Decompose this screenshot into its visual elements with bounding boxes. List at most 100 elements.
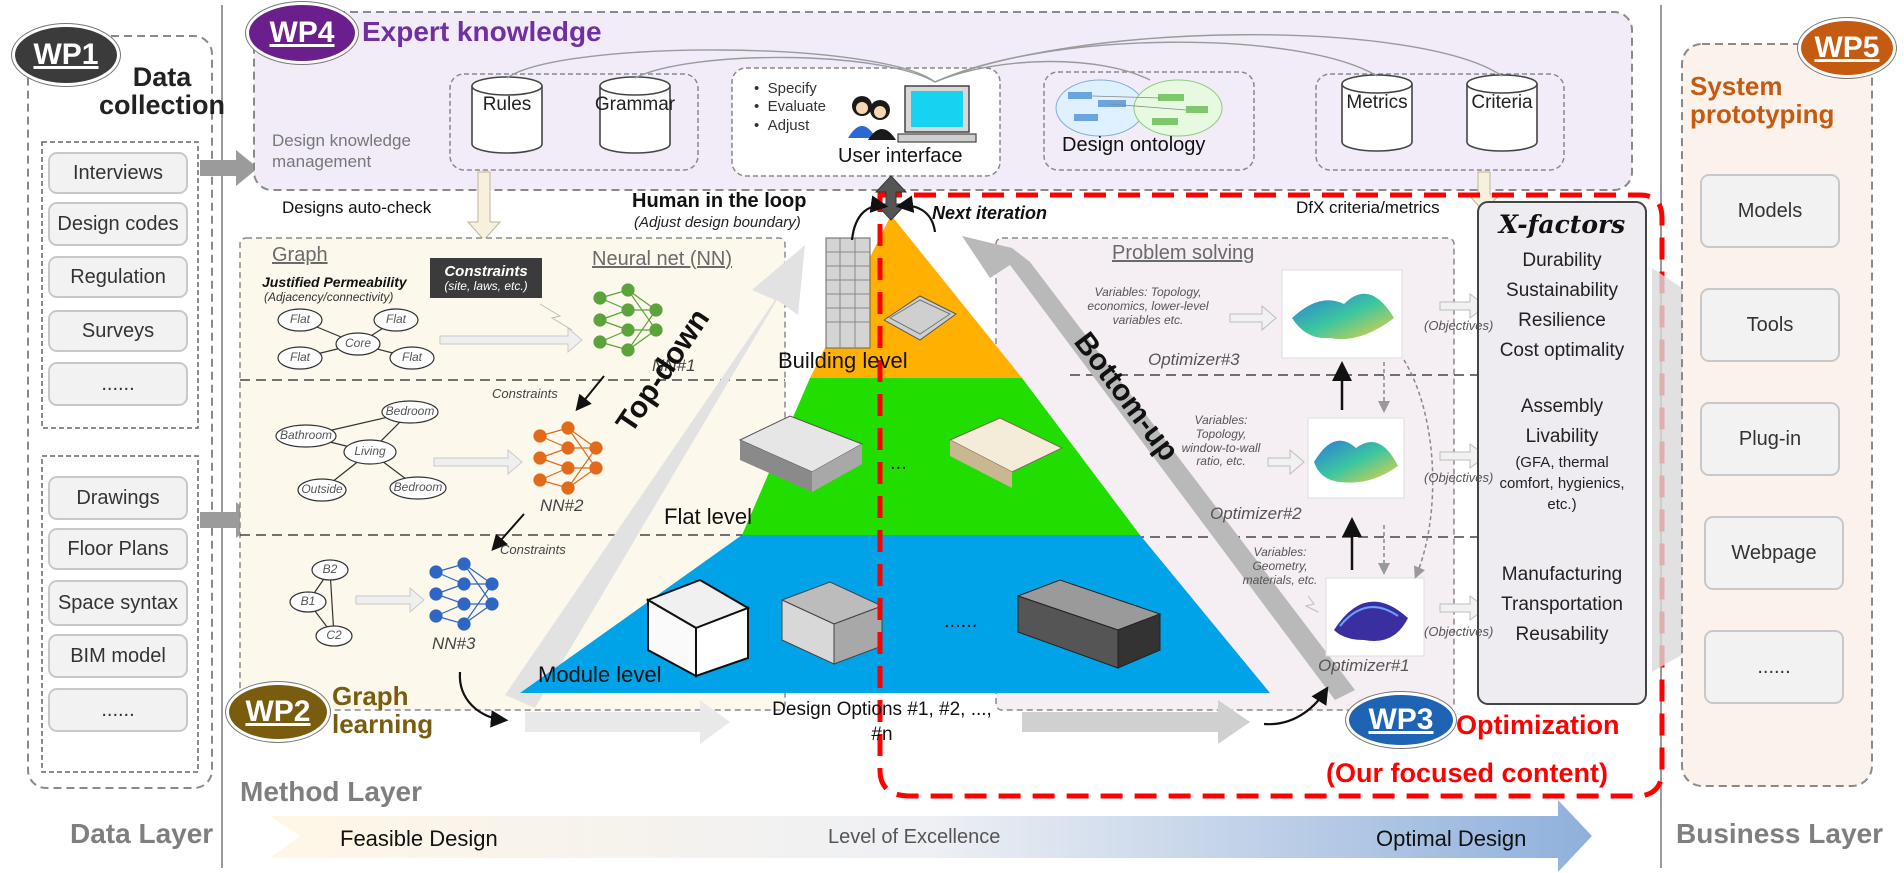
human-loop-label: Human in the loop <box>632 190 807 212</box>
pyramid-flat-level <box>742 378 1140 535</box>
surface-plot-3 <box>1281 269 1403 359</box>
module-image-2 <box>780 581 884 665</box>
x-factors-group-1: Durability Sustainability Resilience Cos… <box>1478 246 1646 366</box>
module-level-label: Module level <box>538 662 662 687</box>
auto-check-label: Designs auto-check <box>282 198 432 217</box>
x-factor-livability-detail: (GFA, thermal comfort, hygienics, etc.) <box>1499 454 1625 514</box>
nn1-to-nn2-arrow <box>575 375 605 412</box>
x-factor-livability: Livability <box>1525 426 1599 448</box>
neural-net-3 <box>429 557 499 631</box>
justified-permeability: Justified Permeability <box>262 274 407 290</box>
graph1-node-core: Core <box>344 336 371 350</box>
x-factor-sustainability: Sustainability <box>1506 280 1618 302</box>
rules-label: Rules <box>482 94 532 115</box>
objectives-label-3: (Objectives) <box>1424 318 1494 333</box>
surface-plot-1 <box>1325 577 1425 657</box>
knowledge-management-label: Design knowledge management <box>272 131 411 172</box>
wp1-badge: WP1 <box>12 24 120 86</box>
metrics-label: Metrics <box>1346 92 1408 113</box>
wp3-badge: WP3 <box>1346 692 1456 748</box>
nn3-to-options-arrow <box>458 671 509 728</box>
next-iteration-label: Next iteration <box>932 203 1048 223</box>
business-item-more: ...... <box>1704 630 1844 704</box>
surface-plot-2 <box>1307 417 1405 499</box>
neural-net-2 <box>533 421 603 495</box>
variables-2: Variables: Topology, window-to-wall rati… <box>1181 413 1261 469</box>
wp5-badge: WP5 <box>1798 18 1896 78</box>
ontology-graphic <box>1055 79 1223 137</box>
data-item-more-bottom: ...... <box>48 688 188 732</box>
optimizer2-label: Optimizer#2 <box>1210 504 1302 523</box>
options-to-wp3-arrow <box>1263 686 1329 726</box>
flat-image-1 <box>738 415 864 492</box>
ui-bullet-adjust: • Adjust <box>754 116 810 134</box>
dfx-label: DfX criteria/metrics <box>1296 198 1440 217</box>
data-item-more-top: ...... <box>48 362 188 406</box>
graph-nn-arrows <box>355 303 583 614</box>
cylinder-rules <box>471 76 543 154</box>
constraints-label-1: Constraints <box>492 386 558 401</box>
cylinder-grammar <box>599 76 671 154</box>
wp1-panel <box>27 35 213 789</box>
x-factor-cost-optimality: Cost optimality <box>1499 340 1625 362</box>
constraints-box-title: Constraints <box>444 262 528 280</box>
data-item-drawings: Drawings <box>48 476 188 520</box>
objectives-label-1: (Objectives) <box>1424 624 1494 639</box>
focused-region <box>877 192 1665 799</box>
business-layer-label: Business Layer <box>1676 818 1883 849</box>
data-item-regulation: Regulation <box>48 256 188 298</box>
problem-solving-title: Problem solving <box>1112 242 1255 264</box>
building-level-label: Building level <box>778 348 908 373</box>
wp5-title: System prototyping <box>1690 71 1835 130</box>
wp2-title: Graph learning <box>332 681 434 740</box>
wp2-badge: WP2 <box>226 682 330 742</box>
method-layer-label: Method Layer <box>240 776 423 807</box>
wp1-group-bottom <box>41 455 199 773</box>
constraints-box-sub: (site, laws, etc.) <box>444 278 528 293</box>
cylinder-metrics <box>1341 74 1413 152</box>
nn2-to-nn3-arrow <box>491 513 525 551</box>
x-factors-title: X-factors <box>1498 210 1626 239</box>
constraints-box: Constraints (site, laws, etc.) <box>430 258 542 298</box>
wp1-arrow-top <box>200 150 258 186</box>
flat-image-2 <box>948 417 1064 488</box>
business-item-models: Models <box>1700 174 1840 248</box>
business-item-plugin: Plug-in <box>1700 402 1840 476</box>
business-item-webpage: Webpage <box>1704 516 1844 590</box>
design-ontology-label: Design ontology <box>1062 134 1206 156</box>
next-iteration-curve <box>895 195 937 233</box>
business-item-tools: Tools <box>1700 288 1840 362</box>
user-interface-label: User interface <box>838 145 963 167</box>
options-arrow-left <box>525 700 730 744</box>
graph2-node-living: Living <box>354 444 386 458</box>
graph-title: Graph <box>272 244 328 266</box>
ui-bullets: • Specify • Evaluate • Adjust <box>754 80 826 135</box>
ui-bullet-specify: • Specify <box>754 80 817 97</box>
constraints-label-2: Constraints <box>500 542 566 557</box>
graph2-node-bathroom: Bathroom <box>279 428 333 442</box>
flat-level-label: Flat level <box>664 504 753 529</box>
graph3-node-b1: B1 <box>300 594 316 608</box>
graph3-node-b2: B2 <box>322 562 338 576</box>
wp1-group-top <box>41 141 199 429</box>
wp4-metrics-group <box>1315 73 1565 171</box>
x-factor-durability: Durability <box>1522 250 1602 271</box>
x-factor-transportation: Transportation <box>1501 594 1623 616</box>
data-item-floor-plans: Floor Plans <box>48 528 188 570</box>
cylinder-criteria <box>1466 74 1538 152</box>
excellence-bar <box>270 800 1592 872</box>
nn3-label: NN#3 <box>432 634 476 653</box>
x-factor-reusability: Reusability <box>1515 624 1609 646</box>
graph1-node-flat-c: Flat <box>289 350 310 364</box>
graph2-node-outside: Outside <box>301 482 343 496</box>
flat-ellipsis: ... <box>890 452 907 474</box>
feasible-design-label: Feasible Design <box>340 826 498 851</box>
human-loop-curve-left <box>850 195 889 241</box>
neural-net-1 <box>593 283 663 357</box>
justified-permeability-sub: (Adjacency/connectivity) <box>264 290 394 304</box>
x-factors-group-3: Manufacturing Transportation Reusability <box>1478 560 1646 650</box>
ui-bullet-evaluate: • Evaluate <box>754 98 826 116</box>
module-ellipsis: ...... <box>944 610 978 632</box>
building-image <box>825 237 957 349</box>
